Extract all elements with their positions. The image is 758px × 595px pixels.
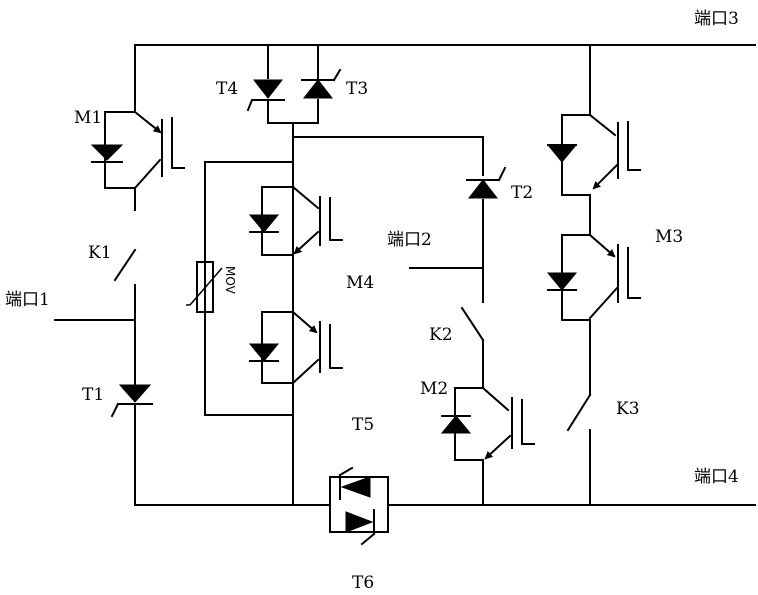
- igbt-m4-upper: [250, 187, 342, 255]
- t2-label: T2: [511, 183, 533, 203]
- switch-k2: [462, 308, 483, 340]
- t3-label: T3: [346, 79, 368, 99]
- port1-label: 端口1: [5, 290, 50, 310]
- igbt-m4-lower: [250, 312, 342, 383]
- thyristor-t2: [467, 168, 505, 198]
- t6-label: T6: [352, 573, 374, 593]
- thyristor-t4: [248, 80, 284, 110]
- t5-label: T5: [352, 415, 374, 435]
- igbt-m3-lower: [548, 235, 640, 320]
- switch-k3: [568, 395, 590, 430]
- k1-label: K1: [88, 243, 112, 263]
- thyristor-pair-t5-t6: [330, 468, 388, 544]
- igbt-m3-upper: [548, 115, 640, 195]
- k3-label: K3: [616, 399, 640, 419]
- m2-label: M2: [420, 379, 448, 399]
- port2-label: 端口2: [387, 230, 432, 250]
- m4-label: M4: [346, 273, 374, 293]
- m1-label: M1: [74, 108, 102, 128]
- switch-k1: [115, 250, 135, 280]
- t4-label: T4: [216, 79, 238, 99]
- thyristor-t1: [112, 375, 152, 416]
- thyristor-t3: [302, 70, 340, 98]
- igbt-m1: [92, 112, 184, 188]
- mov-label: MOV: [223, 266, 237, 295]
- port3-label: 端口3: [694, 9, 739, 29]
- wiring: [55, 45, 755, 505]
- port4-label: 端口4: [694, 467, 739, 487]
- t1-label: T1: [82, 385, 104, 405]
- igbt-m2: [442, 388, 534, 460]
- m3-label: M3: [655, 227, 683, 247]
- k2-label: K2: [429, 325, 453, 345]
